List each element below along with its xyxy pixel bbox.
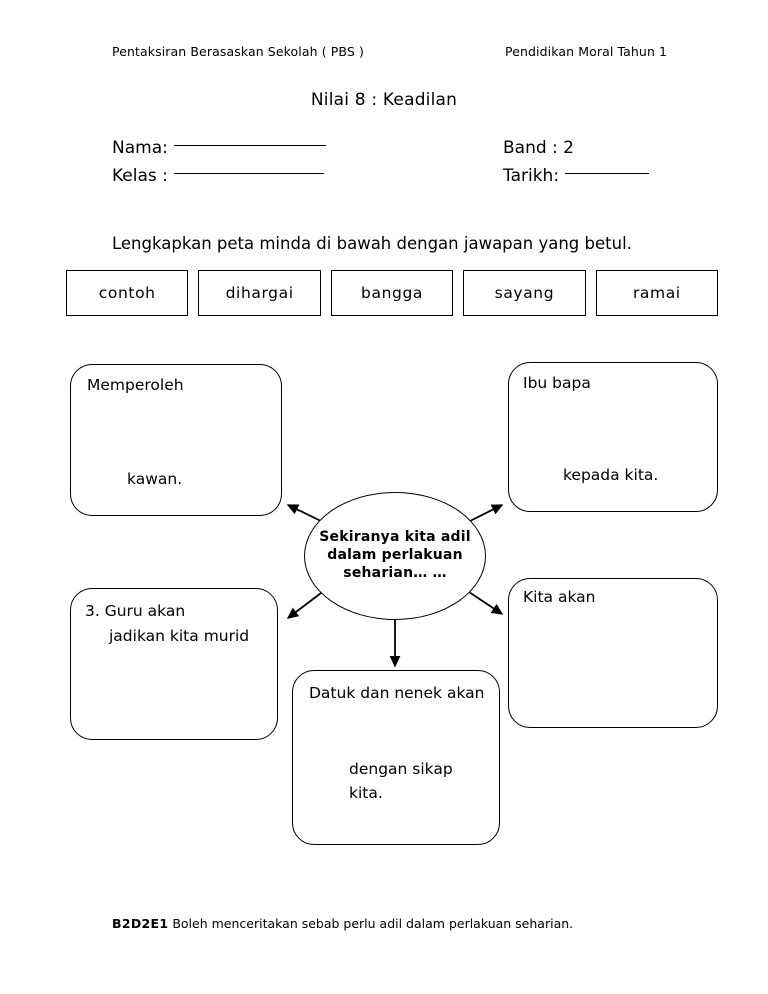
mindmap-node-bottom-center[interactable]: Datuk dan nenek akan dengan sikap kita. <box>292 670 500 845</box>
word-bank-item[interactable]: sayang <box>463 270 586 316</box>
field-kelas: Kelas : <box>112 166 324 186</box>
field-kelas-label: Kelas : <box>112 166 168 186</box>
mindmap-node-top-left[interactable]: Memperoleh kawan. <box>70 364 282 516</box>
node-bottom-center-line2: dengan sikap <box>349 760 453 778</box>
header-left-text: Pentaksiran Berasaskan Sekolah ( PBS ) <box>112 44 364 59</box>
mindmap-node-bottom-left[interactable]: 3. Guru akan jadikan kita murid <box>70 588 278 740</box>
node-top-right-line1: Ibu bapa <box>523 374 591 392</box>
field-nama-label: Nama: <box>112 138 168 158</box>
footer-standard: B2D2E1 Boleh menceritakan sebab perlu ad… <box>112 916 573 931</box>
arrow-down-right <box>465 589 504 615</box>
header-right-text: Pendidikan Moral Tahun 1 <box>505 44 668 59</box>
mindmap-center-text: Sekiranya kita adil dalam perlakuan seha… <box>319 529 471 581</box>
word-bank-item[interactable]: ramai <box>595 270 719 316</box>
word-bank: contoh dihargai bangga sayang ramai <box>66 270 719 316</box>
word-bank-item[interactable]: contoh <box>66 270 189 316</box>
field-tarikh-label: Tarikh: <box>503 166 560 186</box>
node-top-left-line1: Memperoleh <box>87 376 184 394</box>
field-nama: Nama: <box>112 138 326 158</box>
field-tarikh: Tarikh: <box>503 166 650 186</box>
arrow-down-left <box>286 589 326 619</box>
node-top-left-line2: kawan. <box>127 470 183 488</box>
node-bottom-center-line3: kita. <box>349 784 383 802</box>
mindmap-node-top-right[interactable]: Ibu bapa kepada kita. <box>508 362 718 512</box>
footer-code: B2D2E1 <box>112 916 169 931</box>
node-bottom-left-line2: jadikan kita murid <box>109 627 250 645</box>
field-band: Band : 2 <box>503 138 574 158</box>
node-bottom-left-line1: 3. Guru akan <box>85 602 186 620</box>
field-kelas-blank[interactable] <box>173 172 324 174</box>
node-bottom-right-line1: Kita akan <box>523 588 596 606</box>
field-tarikh-blank[interactable] <box>565 172 650 174</box>
mindmap-node-bottom-right[interactable]: Kita akan <box>508 578 718 728</box>
mindmap-center-circle: Sekiranya kita adil dalam perlakuan seha… <box>304 492 486 620</box>
field-nama-blank[interactable] <box>173 144 326 146</box>
node-top-right-line2: kepada kita. <box>563 466 659 484</box>
node-bottom-center-line1: Datuk dan nenek akan <box>309 684 485 702</box>
page-title: Nilai 8 : Keadilan <box>310 90 458 110</box>
word-bank-item[interactable]: dihargai <box>198 270 321 316</box>
instruction-text: Lengkapkan peta minda di bawah dengan ja… <box>112 234 632 253</box>
footer-text: Boleh menceritakan sebab perlu adil dala… <box>172 916 574 931</box>
word-bank-item[interactable]: bangga <box>330 270 454 316</box>
